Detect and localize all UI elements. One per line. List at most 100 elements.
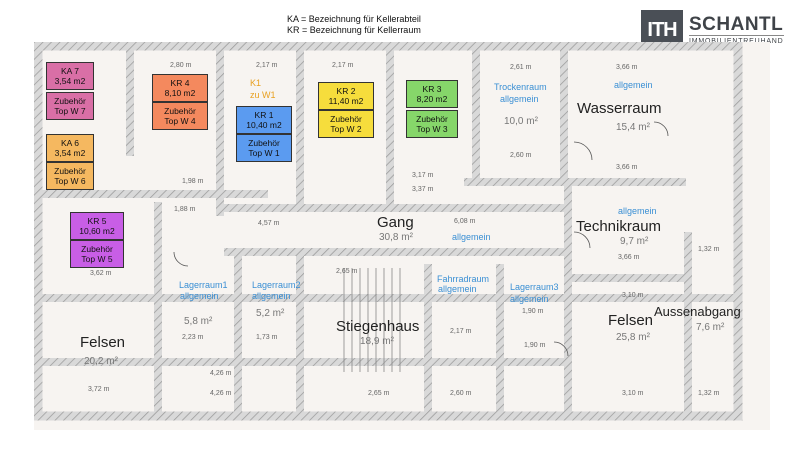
label-stiegenhaus: Stiegenhaus	[336, 318, 420, 335]
kr3-zub1: Zubehör	[416, 114, 448, 124]
label-technikraum-allgemein: allgemein	[618, 206, 657, 216]
kr2-zub1: Zubehör	[330, 114, 362, 124]
kr1-zub1: Zubehör	[248, 138, 280, 148]
dim-label: 1,98 m	[182, 178, 204, 185]
dim-label: 3,72 m	[88, 386, 110, 393]
logo-name: SCHANTL	[689, 14, 784, 35]
dim-label: 3,10 m	[622, 292, 644, 299]
label-technikraum-area: 9,7 m²	[620, 236, 649, 247]
kr3-id: KR 3	[422, 84, 442, 94]
ka7-zub1: Zubehör	[54, 96, 86, 106]
ka7-zub2: Top W 7	[54, 106, 86, 116]
legend: KA = Bezeichnung für Kellerabteil KR = B…	[287, 14, 421, 36]
label-zu-w1: zu W1	[250, 90, 276, 100]
dim-label: 1,32 m	[698, 390, 720, 397]
label-trockenraum-allgemein: allgemein	[500, 94, 539, 104]
label-lagerraum2-allgemein: allgemein	[252, 291, 291, 301]
logo-text: SCHANTL IMMOBILIENTREUHAND	[689, 15, 784, 45]
dim-label: 1,73 m	[256, 334, 278, 341]
label-fahrradraum-allgemein: allgemein	[438, 284, 477, 294]
kr5-zub1: Zubehör	[81, 244, 113, 254]
kr5-id: KR 5	[87, 216, 107, 226]
kr4-zub1: Zubehör	[164, 106, 196, 116]
label-lagerraum1-area: 5,8 m²	[184, 316, 213, 327]
kr2-zub2: Top W 2	[330, 124, 362, 134]
legend-line-ka: KA = Bezeichnung für Kellerabteil	[287, 14, 421, 24]
label-felsen-right: Felsen	[608, 312, 654, 329]
dim-label: 3,10 m	[622, 390, 644, 397]
dim-label: 4,57 m	[258, 220, 280, 227]
label-gang-allgemein: allgemein	[452, 232, 491, 242]
label-technikraum: Technikraum	[576, 218, 662, 235]
label-aussenabgang-area: 7,6 m²	[696, 322, 725, 333]
dim-label: 4,26 m	[210, 390, 232, 397]
kr4-zub2: Top W 4	[164, 116, 196, 126]
dim-label: 3,66 m	[616, 64, 638, 71]
label-felsen-right-area: 25,8 m²	[616, 332, 650, 343]
door-arcs	[173, 121, 669, 357]
kr4-id: KR 4	[170, 78, 190, 88]
label-gang: Gang	[377, 214, 414, 231]
label-lagerraum2-area: 5,2 m²	[256, 308, 285, 319]
label-gang-area: 30,8 m²	[379, 232, 413, 243]
dim-label: 1,88 m	[174, 206, 196, 213]
staircase-lines	[343, 268, 401, 372]
dim-label: 2,65 m	[368, 390, 390, 397]
dim-label: 2,60 m	[450, 390, 472, 397]
label-lagerraum3: Lagerraum3	[510, 282, 559, 292]
kr1-zub2: Top W 1	[248, 148, 280, 158]
kr2-id: KR 2	[336, 86, 356, 96]
interior-walls	[38, 46, 738, 416]
dim-label: 3,37 m	[412, 186, 434, 193]
dim-label: 3,62 m	[90, 270, 112, 277]
dim-label: 2,65 m	[336, 268, 358, 275]
dim-label: 2,61 m	[510, 64, 532, 71]
ka7-id: KA 7	[61, 66, 79, 76]
label-k1: K1	[250, 78, 262, 88]
dim-label: 4,26 m	[210, 370, 232, 377]
label-trockenraum-area: 10,0 m²	[504, 116, 538, 127]
kr1-area: 10,40 m2	[246, 120, 282, 130]
label-felsen-left: Felsen	[80, 334, 126, 351]
dim-label: 1,90 m	[524, 342, 546, 349]
label-stiegenhaus-area: 18,9 m²	[360, 336, 394, 347]
dim-label: 1,90 m	[522, 308, 544, 315]
label-wasserraum-allgemein: allgemein	[614, 80, 653, 90]
label-wasserraum: Wasserraum	[577, 100, 662, 117]
kr5-area: 10,60 m2	[79, 226, 115, 236]
dim-label: 2,17 m	[332, 62, 354, 69]
label-lagerraum1: Lagerraum1	[179, 280, 228, 290]
kr5-zub2: Top W 5	[81, 254, 113, 264]
dim-label: 2,60 m	[510, 152, 532, 159]
dim-label: 1,32 m	[698, 246, 720, 253]
label-felsen-left-area: 20,2 m²	[84, 356, 118, 367]
dim-label: 6,08 m	[454, 218, 476, 225]
dim-label: 3,66 m	[618, 254, 640, 261]
dim-label: 3,17 m	[412, 172, 434, 179]
dim-label: 2,17 m	[450, 328, 472, 335]
dim-label: 2,17 m	[256, 62, 278, 69]
dim-label: 3,66 m	[616, 164, 638, 171]
dim-label: 2,80 m	[170, 62, 192, 69]
ka6-id: KA 6	[61, 138, 79, 148]
dim-label: 2,23 m	[182, 334, 204, 341]
label-wasserraum-area: 15,4 m²	[616, 122, 650, 133]
label-fahrradraum: Fahrradraum	[437, 274, 490, 284]
label-aussenabgang: Aussenabgang	[654, 304, 741, 319]
label-lagerraum3-allgemein: allgemein	[510, 294, 549, 304]
label-lagerraum2: Lagerraum2	[252, 280, 301, 290]
legend-line-kr: KR = Bezeichnung für Kellerraum	[287, 25, 421, 35]
